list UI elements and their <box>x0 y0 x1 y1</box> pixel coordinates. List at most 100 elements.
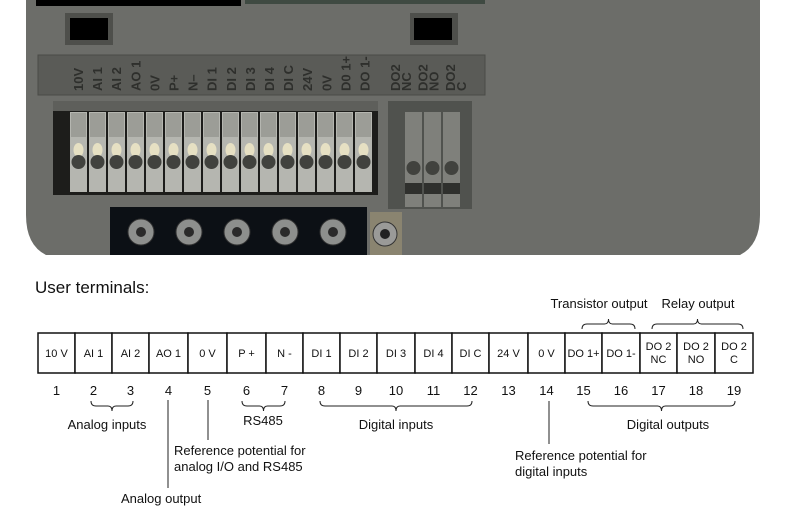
terminal-label: DO 2 <box>646 341 672 353</box>
label-analog-inputs: Analog inputs <box>68 417 147 432</box>
terminal-screw-hole <box>149 143 160 157</box>
terminal-cell: 10 V 1 <box>37 332 76 398</box>
photo-terminal-label: N– <box>186 74 201 91</box>
terminal-screw-hole <box>130 143 141 157</box>
terminal-cell-box <box>527 332 566 374</box>
terminal-cell-box <box>74 332 113 374</box>
section-title: User terminals: <box>35 278 149 297</box>
terminal-cell: DI 411 <box>414 332 453 398</box>
photo-relay-label: C <box>454 81 469 91</box>
photo-terminal-label: 24V <box>300 68 315 91</box>
terminal-number: 13 <box>501 383 515 398</box>
terminal-label: 0 V <box>199 348 216 360</box>
terminal-cell: DI 29 <box>339 332 378 398</box>
terminal-screw <box>356 155 371 169</box>
photo-terminal-label: D0 1+ <box>338 56 353 91</box>
terminal-clamp-top <box>223 113 238 137</box>
photo-terminal-label: 0V <box>319 75 334 91</box>
terminal-clamp-top <box>90 113 105 137</box>
brace-transistor-output <box>581 318 636 330</box>
terminal-clamp-top <box>185 113 200 137</box>
terminal-screw-hole <box>206 143 217 157</box>
terminal-clamp-top <box>166 113 181 137</box>
relay-screw <box>406 161 421 175</box>
relay-screw <box>425 161 440 175</box>
terminal-screw <box>318 155 333 169</box>
terminal-screw <box>337 155 352 169</box>
terminal-screw <box>90 155 105 169</box>
terminal-label: AI 2 <box>121 348 141 360</box>
terminal-screw-hole <box>244 143 255 157</box>
relay-clamp-base <box>405 183 422 194</box>
photo-terminal-label: DI C <box>281 64 296 91</box>
terminal-label: DI 4 <box>423 348 443 360</box>
photo-terminal-label: DI 1 <box>205 67 220 91</box>
terminal-cell: DI C12 <box>451 332 490 398</box>
terminal-number: 1 <box>53 383 60 398</box>
photo-terminal-label: AO 1 <box>128 61 143 91</box>
terminal-cell: 24 V13 <box>488 332 529 398</box>
terminal-cell: AI 23 <box>111 332 150 398</box>
label-ref-analog: Reference potential for <box>174 443 306 458</box>
terminal-screw <box>166 155 181 169</box>
brace-rs485 <box>241 400 286 412</box>
terminal-clamp-top <box>109 113 124 137</box>
terminal-label: AO 1 <box>156 348 181 360</box>
photo-terminal-label: P+ <box>167 74 182 91</box>
label-analog-output: Analog output <box>121 491 202 506</box>
label-digital-inputs: Digital inputs <box>359 417 434 432</box>
photo-terminal-label: 10V <box>71 68 86 91</box>
relay-clamp-base <box>424 183 441 194</box>
photo-terminal-label: DO 1- <box>358 56 373 91</box>
photo-terminal-label: AI 2 <box>109 67 124 91</box>
terminal-label: DI 3 <box>386 348 406 360</box>
terminal-label: DO 2 <box>683 341 709 353</box>
terminal-screw <box>109 155 124 169</box>
terminal-cell: DO 1-16 <box>601 332 641 398</box>
terminal-label: DO 1+ <box>567 348 599 360</box>
brace-digital-outputs <box>587 400 736 412</box>
terminal-label: DO 2 <box>721 341 747 353</box>
terminal-label: 10 V <box>45 348 68 360</box>
terminal-screw <box>242 155 257 169</box>
label-relay-output: Relay output <box>662 296 735 311</box>
terminal-cell: AI 12 <box>74 332 113 398</box>
terminal-number: 2 <box>90 383 97 398</box>
terminal-cell-box <box>639 332 678 374</box>
terminal-number: 15 <box>576 383 590 398</box>
terminal-screw-hole <box>168 143 179 157</box>
terminal-cell: N -7 <box>265 332 304 398</box>
terminal-label: DI C <box>460 348 482 360</box>
terminal-clamp-top <box>242 113 257 137</box>
terminal-cell-box <box>414 332 453 374</box>
terminal-clamp-top <box>318 113 333 137</box>
terminal-label-sub: NC <box>651 354 667 366</box>
terminal-clamp-top <box>337 113 352 137</box>
terminal-cell: AO 1 4 <box>148 332 189 398</box>
photo-relay-label: NC <box>399 72 414 91</box>
terminal-number: 17 <box>651 383 665 398</box>
photo-relay-label: DO2 <box>416 64 431 91</box>
terminal-number: 10 <box>389 383 403 398</box>
terminal-number: 8 <box>318 383 325 398</box>
label-ref-digital: digital inputs <box>515 464 588 479</box>
terminal-clamp-top <box>204 113 219 137</box>
terminal-cell-box <box>37 332 76 374</box>
terminal-number: 5 <box>204 383 211 398</box>
terminal-screw-hole <box>282 143 293 157</box>
terminal-cell-box <box>564 332 603 374</box>
photo-terminal-label: DI 2 <box>224 67 239 91</box>
terminal-clamp-top <box>356 113 371 137</box>
label-transistor-output: Transistor output <box>550 296 647 311</box>
brace-digital-inputs <box>319 400 473 412</box>
terminal-screw <box>204 155 219 169</box>
terminal-screw <box>147 155 162 169</box>
ground-screw-slot <box>380 229 390 239</box>
terminal-screw <box>280 155 295 169</box>
terminal-number: 4 <box>165 383 172 398</box>
terminal-label: 0 V <box>538 348 555 360</box>
terminal-screw-hole <box>358 143 369 157</box>
